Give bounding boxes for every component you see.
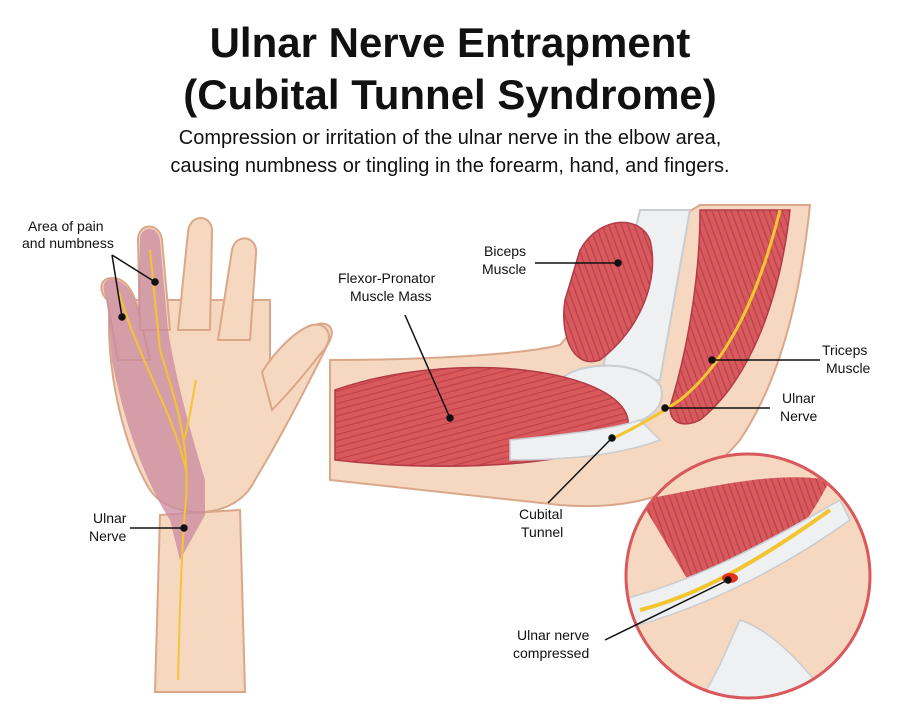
label-biceps-2: Muscle	[482, 261, 527, 277]
label-flexor-pronator-2: Muscle Mass	[350, 288, 432, 304]
label-hand-ulnar-nerve: Ulnar	[93, 510, 127, 526]
label-triceps-2: Muscle	[826, 360, 871, 376]
label-triceps: Triceps	[822, 342, 867, 358]
hand-illustration	[101, 218, 331, 692]
label-arm-ulnar-nerve: Ulnar	[782, 390, 816, 406]
label-arm-ulnar-nerve-2: Nerve	[780, 408, 818, 424]
label-pain-area-2: and numbness	[22, 235, 114, 251]
label-cubital-tunnel: Cubital	[519, 506, 563, 522]
label-flexor-pronator: Flexor-Pronator	[338, 270, 436, 286]
label-nerve-compressed: Ulnar nerve	[517, 627, 590, 643]
label-cubital-tunnel-2: Tunnel	[521, 524, 563, 540]
label-biceps: Biceps	[484, 243, 526, 259]
label-pain-area: Area of pain	[28, 218, 104, 234]
label-nerve-compressed-2: compressed	[513, 645, 589, 661]
label-hand-ulnar-nerve-2: Nerve	[89, 528, 127, 544]
